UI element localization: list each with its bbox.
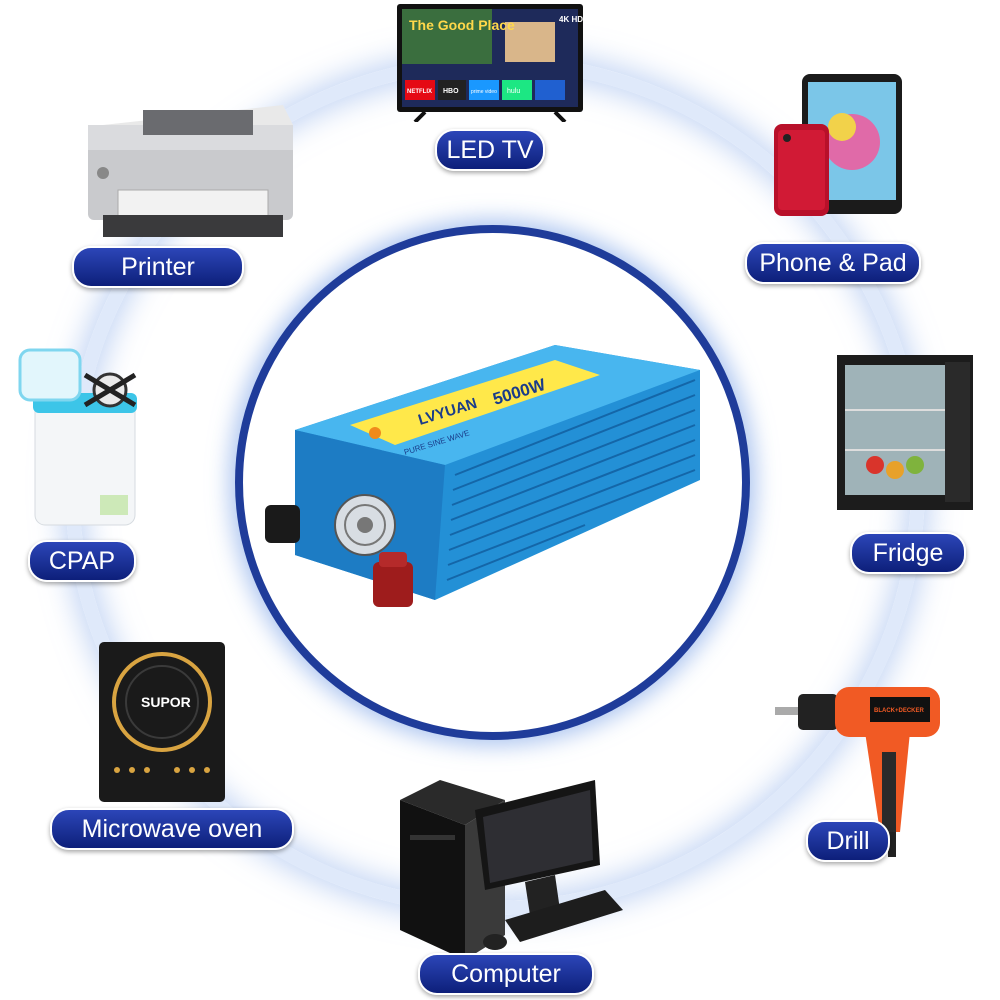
label-microwave-oven: Microwave oven bbox=[50, 808, 294, 850]
label-led-tv: LED TV bbox=[435, 129, 545, 171]
tv-hdr-badge: 4K HDR bbox=[559, 15, 585, 24]
label-fridge: Fridge bbox=[850, 532, 966, 574]
tv-app-hbo: HBO bbox=[443, 88, 459, 95]
drill-brand: BLACK+DECKER bbox=[874, 708, 925, 714]
phone-pad-image bbox=[772, 72, 904, 217]
label-printer: Printer bbox=[72, 246, 244, 288]
tv-show-title: The Good Place bbox=[409, 17, 515, 33]
label-cpap: CPAP bbox=[28, 540, 136, 582]
tv-app-hulu: hulu bbox=[507, 88, 520, 95]
printer-image bbox=[83, 95, 301, 245]
microwave-oven-image: SUPOR bbox=[97, 640, 227, 805]
tv-app-netflix: NETFLIX bbox=[407, 89, 432, 95]
microwave-brand: SUPOR bbox=[141, 694, 191, 710]
label-computer: Computer bbox=[418, 953, 594, 995]
label-drill: Drill bbox=[806, 820, 890, 862]
computer-image bbox=[395, 770, 625, 960]
led-tv-image: The Good Place 4K HDR NETFLIX HBO prime … bbox=[395, 2, 589, 124]
label-phone-pad: Phone & Pad bbox=[745, 242, 921, 284]
tv-app-prime: prime video bbox=[471, 89, 497, 95]
fridge-image bbox=[835, 350, 975, 515]
power-inverter: LVYUAN 5000W PURE SINE WAVE bbox=[255, 330, 715, 650]
cpap-image bbox=[15, 345, 155, 530]
drill-image: BLACK+DECKER bbox=[770, 682, 950, 857]
